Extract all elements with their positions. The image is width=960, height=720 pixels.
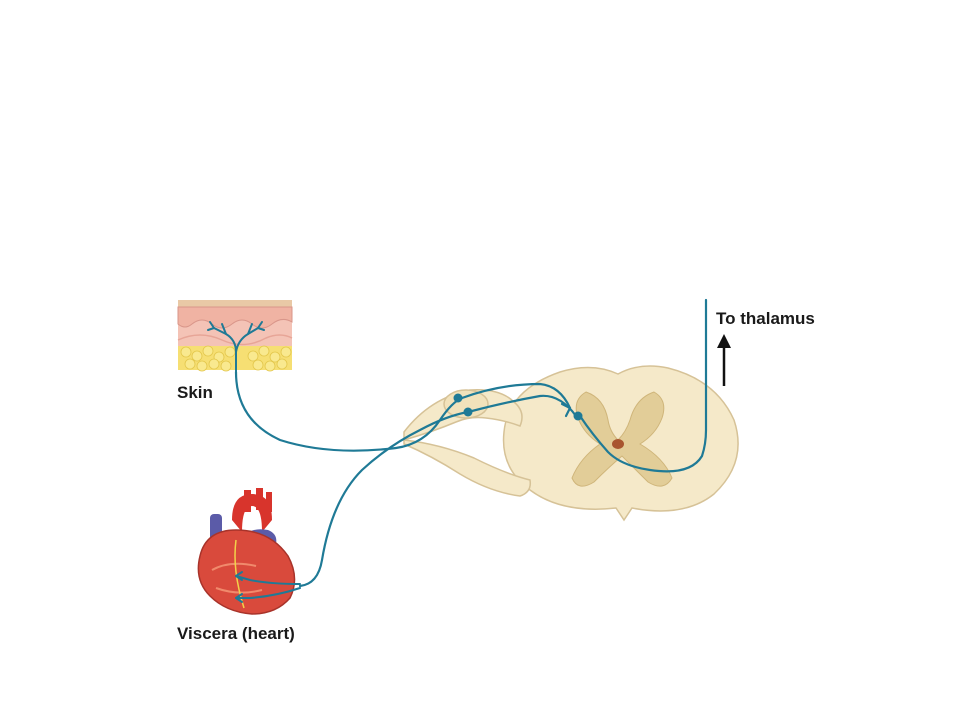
skin-cross-section-icon [177, 300, 293, 373]
nerve-pathways [234, 298, 708, 588]
neuron-cell-bodies [453, 393, 583, 421]
thalamus-label: To thalamus [716, 309, 815, 328]
heart-icon [197, 488, 301, 615]
skin-label: Skin [177, 383, 213, 402]
spinal-cord-cross-section-icon [403, 365, 739, 522]
up-arrow-icon [717, 334, 731, 386]
viscera-label: Viscera (heart) [177, 624, 295, 643]
